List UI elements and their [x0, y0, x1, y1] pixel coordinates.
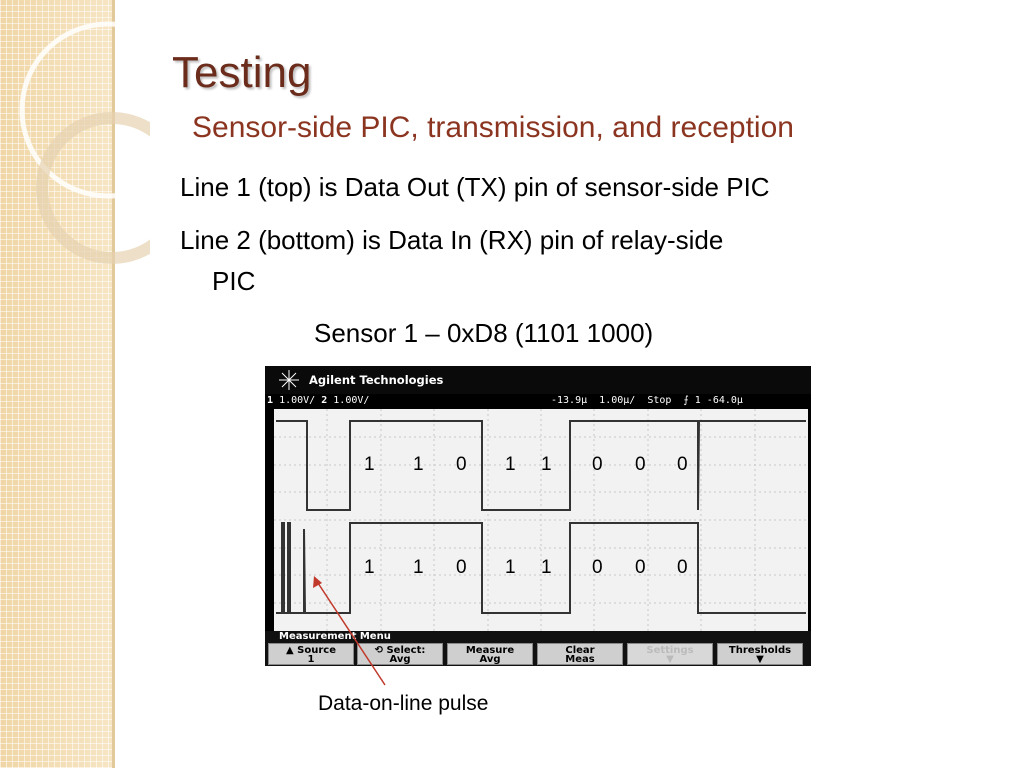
tx-bit: 0	[677, 454, 688, 475]
rx-bit: 0	[456, 557, 467, 578]
scope-header: Agilent Technologies	[265, 366, 811, 394]
ch2-label: 2	[321, 395, 328, 406]
softkey-line1: Clear	[565, 645, 595, 656]
scope-timebase-status: -13.9µ 1.00µ/ Stop ⨍ 1 -64.0µ	[551, 395, 743, 406]
rx-bit: 0	[677, 557, 688, 578]
trigger-level: -64.0µ	[706, 395, 743, 406]
rx-waveform	[276, 522, 806, 614]
slide-title: Testing	[172, 48, 312, 97]
slide-subtitle: Sensor-side PIC, transmission, and recep…	[192, 111, 794, 144]
rx-bit: 1	[364, 557, 375, 578]
pulse-caption: Data-on-line pulse	[318, 692, 489, 715]
softkey-line1: Select:	[386, 645, 426, 656]
arrow-head-icon	[313, 576, 322, 588]
rx-bit: 1	[505, 557, 516, 578]
rotate-knob-icon: ⟲	[374, 645, 383, 656]
softkey-settings[interactable]: Settings ▼	[627, 643, 713, 665]
annotation-arrow	[313, 576, 386, 686]
softkey-select[interactable]: ⟲ Select: Avg	[357, 643, 443, 665]
scope-channel-status: 1 1.00V/ 2 1.00V/	[267, 395, 369, 406]
ch1-label: 1	[267, 395, 274, 406]
time-scale: 1.00µ/	[599, 395, 636, 406]
softkey-line2: 1	[307, 654, 315, 665]
tx-waveform	[276, 420, 806, 511]
decorative-circles	[19, 21, 150, 264]
tx-bit: 1	[541, 454, 552, 475]
softkey-line1: Thresholds	[728, 645, 792, 656]
tx-bit: 1	[505, 454, 516, 475]
rx-bit: 1	[413, 557, 424, 578]
trigger-channel: 1	[694, 395, 701, 406]
softkey-clear[interactable]: Clear Meas	[537, 643, 623, 665]
run-state: Stop	[647, 395, 672, 406]
tx-bit: 0	[592, 454, 603, 475]
sidebar-edge	[112, 0, 115, 768]
decorative-circle-small	[36, 112, 150, 264]
bullet-line-2-continued: PIC	[212, 266, 256, 296]
display-grid	[274, 409, 808, 631]
decorative-sidebar	[0, 0, 112, 768]
rx-bit: 0	[592, 557, 603, 578]
bullet-line-2: Line 2 (bottom) is Data In (RX) pin of r…	[180, 225, 724, 255]
tx-bit: 0	[456, 454, 467, 475]
oscilloscope-screenshot: Agilent Technologies 1 1.00V/ 2 1.00V/ -…	[265, 366, 811, 666]
softkey-line2: Meas	[565, 654, 595, 665]
scope-display: 1 1 0 1 1 0 0 0 1 1 0 1 1 0 0 0	[274, 409, 808, 631]
menu-title: Measurement Menu	[279, 631, 391, 642]
tx-bit: 1	[364, 454, 375, 475]
softkey-measure[interactable]: Measure Avg	[447, 643, 533, 665]
measurement-menu: Measurement Menu ▲ Source 1 ⟲ Select: Av…	[265, 631, 811, 666]
chevron-down-icon: ▼	[666, 654, 674, 665]
softkey-thresholds[interactable]: Thresholds ▼	[717, 643, 803, 665]
scope-brand: Agilent Technologies	[309, 373, 444, 387]
time-offset: -13.9µ	[551, 395, 588, 406]
softkey-source[interactable]: ▲ Source 1	[268, 643, 354, 665]
agilent-logo-icon	[279, 370, 299, 390]
chevron-down-icon: ▼	[756, 654, 764, 665]
tx-bit: 1	[413, 454, 424, 475]
ch1-scale: 1.00V/	[279, 395, 316, 406]
sensor-line: Sensor 1 – 0xD8 (1101 1000)	[314, 318, 654, 348]
decorative-circle-large	[19, 21, 150, 199]
rx-bit: 1	[541, 557, 552, 578]
softkey-line2: Avg	[479, 654, 501, 665]
tx-bit: 0	[635, 454, 646, 475]
softkey-line1: Measure	[465, 645, 515, 656]
waveform-display	[274, 409, 808, 631]
softkey-line1: Settings	[646, 645, 694, 656]
trigger-icon: ⨍	[683, 395, 689, 406]
ch2-scale: 1.00V/	[333, 395, 370, 406]
triangle-up-icon: ▲	[285, 645, 294, 656]
rx-bit: 0	[635, 557, 646, 578]
softkey-line2: Avg	[389, 654, 411, 665]
softkey-line1: Source	[297, 645, 337, 656]
bullet-line-1: Line 1 (top) is Data Out (TX) pin of sen…	[180, 172, 770, 202]
